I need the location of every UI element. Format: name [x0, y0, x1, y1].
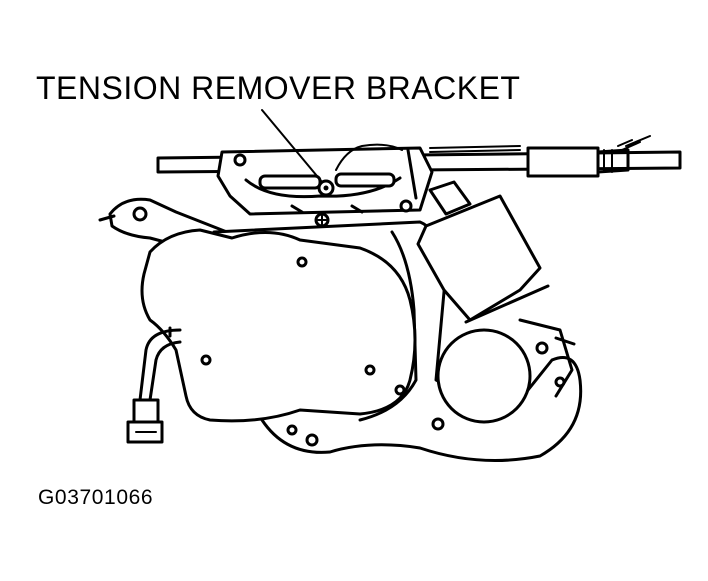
mounting-hole	[286, 424, 298, 436]
mounting-hole	[305, 433, 319, 447]
cable-rod	[156, 145, 682, 174]
electric-motor	[416, 180, 550, 324]
inner-plate-outline	[358, 230, 418, 422]
callout-leader-line	[261, 109, 323, 183]
mounting-hole	[431, 417, 445, 431]
gear-housing	[436, 318, 576, 424]
figure-id: G03701066	[38, 486, 154, 509]
wire-harness	[138, 326, 182, 402]
cable-end-connector	[526, 135, 651, 178]
callout-label: TENSION REMOVER BRACKET	[36, 70, 521, 106]
tension-remover-bracket	[216, 143, 434, 228]
harness-connector	[126, 398, 164, 444]
motor-cover	[140, 228, 417, 423]
